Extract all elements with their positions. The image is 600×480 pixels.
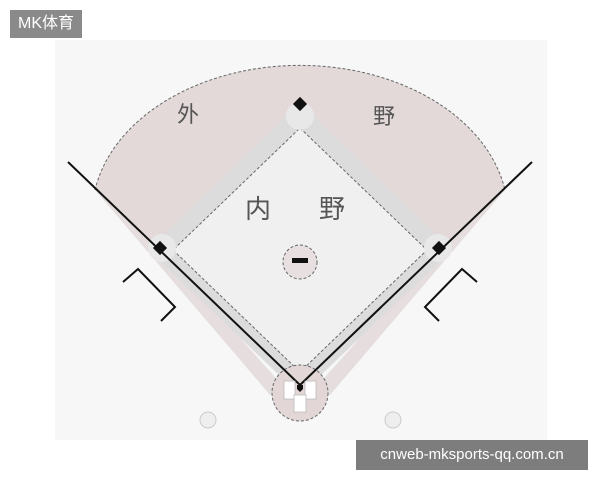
left-foul-line [67,161,301,386]
brand-watermark: MK体育 [10,10,83,38]
third-base-coach-box [122,267,177,322]
batters-box-right [304,380,317,400]
on-deck-circle-left [199,411,217,429]
pitchers-rubber [292,258,308,263]
infield-label-left: 内 [245,195,271,225]
infield-label-right: 野 [319,195,345,225]
outfield-fence-arc [94,64,506,191]
home-plate-circle [271,364,329,422]
right-foul-line [299,161,533,386]
url-watermark: cnweb-mksports-qq.com.cn [356,440,588,470]
outfield-label-left: 外 [177,103,199,128]
first-base [431,240,447,256]
home-plate [297,385,303,392]
second-base-cutout [286,102,314,130]
right-foul-territory [318,190,505,395]
outfield-label-right: 野 [373,105,395,130]
left-foul-territory [95,190,282,395]
batters-box-left [283,380,296,400]
first-base-coach-box [423,267,478,322]
second-base [292,96,308,112]
catchers-box [293,394,307,413]
on-deck-circle-right [384,411,402,429]
third-base [152,240,168,256]
